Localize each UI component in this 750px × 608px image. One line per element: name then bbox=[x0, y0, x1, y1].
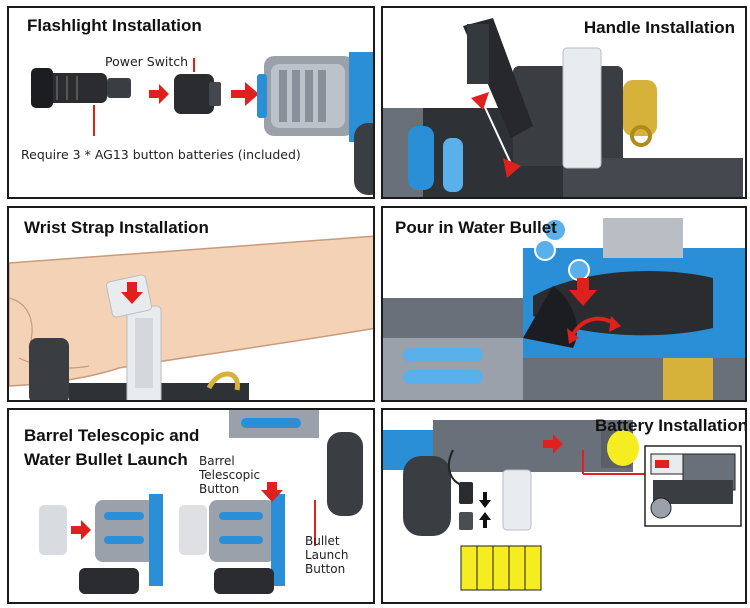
arrow-icon bbox=[149, 84, 169, 104]
battery-illustration bbox=[383, 420, 742, 591]
panel-title: Flashlight Installation bbox=[27, 16, 202, 35]
arrow-icon bbox=[471, 92, 489, 110]
arrow-icon bbox=[543, 434, 563, 454]
power-switch-icon bbox=[174, 74, 221, 114]
panel-title: Battery Installation bbox=[595, 416, 747, 435]
panel-flashlight: Flashlight Installation bbox=[7, 6, 375, 199]
wrist-illustration bbox=[9, 235, 373, 400]
gun-extended-icon bbox=[179, 482, 285, 594]
arrow-icon bbox=[121, 282, 143, 304]
strap-icon bbox=[562, 47, 602, 169]
bullet-launch-button-label: Bullet Launch Button bbox=[305, 534, 349, 576]
barrel-illustration bbox=[39, 410, 363, 594]
water-bullet-illustration bbox=[383, 218, 745, 400]
panel-water: Pour in Water Bullet bbox=[381, 206, 747, 402]
connector-icon bbox=[459, 482, 473, 504]
panel-wrist: Wrist Strap Installation bbox=[7, 206, 375, 402]
gun-grip-icon bbox=[29, 338, 69, 400]
water-bullet-icon bbox=[543, 218, 567, 242]
panel-title: Handle Installation bbox=[583, 18, 735, 37]
water-bullet-icon bbox=[568, 259, 590, 281]
panel-battery: Battery Installation bbox=[381, 408, 747, 604]
gun-body-icon bbox=[383, 420, 633, 536]
flashlight-icon bbox=[31, 68, 131, 108]
gun-retracted-icon bbox=[39, 494, 163, 594]
panel-handle: Handle Installation bbox=[381, 6, 747, 199]
gun-grip-icon bbox=[327, 432, 363, 516]
battery-compartment-icon bbox=[644, 445, 742, 527]
panel-title: Wrist Strap Installation bbox=[24, 218, 209, 237]
arrow-icon bbox=[503, 158, 521, 178]
arrow-icon bbox=[569, 278, 597, 306]
panel-title: Water Bullet Launch bbox=[24, 450, 188, 469]
handle-icon bbox=[463, 18, 533, 138]
sling-loop-icon bbox=[623, 80, 657, 147]
panel-title: Barrel Telescopic and bbox=[24, 426, 200, 445]
panel-barrel: Barrel Telescopic and Water Bullet Launc… bbox=[7, 408, 375, 604]
battery-requirement-note: Require 3 * AG13 button batteries (inclu… bbox=[21, 147, 301, 162]
telescopic-button-label: Barrel Telescopic Button bbox=[199, 454, 261, 496]
arrow-icon bbox=[231, 82, 259, 106]
gun-barrel-icon bbox=[257, 52, 373, 195]
handle-illustration bbox=[383, 18, 743, 197]
flashlight-illustration bbox=[31, 52, 373, 195]
water-bullet-icon bbox=[534, 239, 556, 261]
battery-pack-icon bbox=[460, 545, 542, 591]
panel-title: Pour in Water Bullet bbox=[395, 218, 557, 237]
sling-loop-icon bbox=[206, 371, 240, 391]
power-switch-label: Power Switch bbox=[105, 54, 189, 69]
